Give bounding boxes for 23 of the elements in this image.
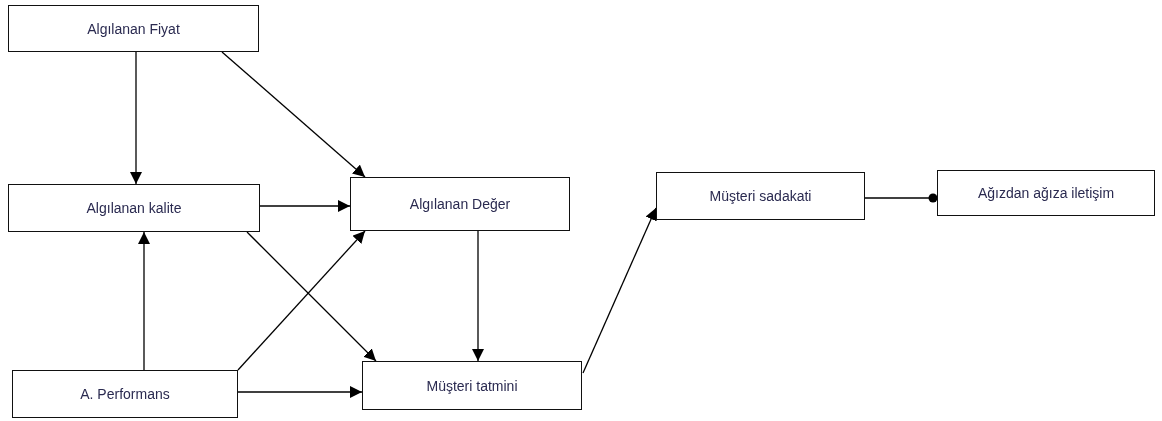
arrow <box>237 230 366 371</box>
box-label: Müşteri tatmini <box>426 377 518 394</box>
process-box <box>8 5 259 52</box>
arrow <box>472 230 484 362</box>
arrow <box>582 207 657 374</box>
arrow <box>221 51 366 178</box>
box-label: Algılanan Fiyat <box>87 20 180 37</box>
box-label: Müşteri sadakati <box>709 188 812 204</box>
arrow <box>138 231 150 371</box>
arrow <box>237 386 363 398</box>
box-label: A. Performans <box>80 386 170 402</box>
box-label: Ağızdan ağıza iletişim <box>977 185 1115 201</box>
process-box <box>362 361 582 410</box>
process-box <box>8 184 260 232</box>
box-label: Algılanan kalite <box>86 200 182 216</box>
box-label: Algılanan Değer <box>409 196 511 212</box>
process-box <box>656 172 865 220</box>
process-box <box>12 370 238 418</box>
arrow <box>246 231 377 362</box>
process-box <box>937 170 1155 216</box>
arrow <box>130 51 142 185</box>
arrow <box>259 200 351 212</box>
process-box <box>350 177 570 231</box>
